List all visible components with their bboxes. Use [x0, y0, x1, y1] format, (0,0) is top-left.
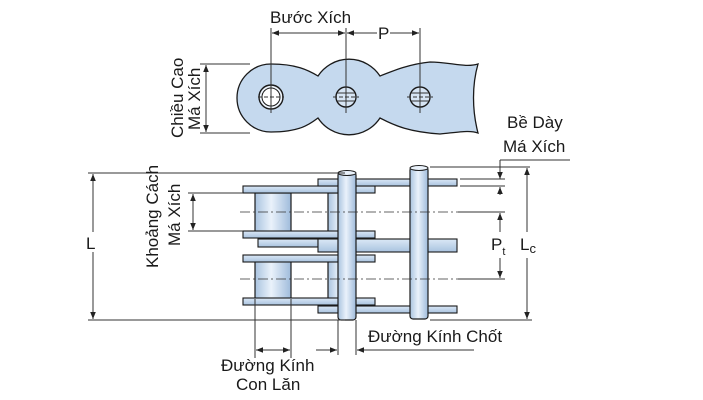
inner-plate	[242, 254, 376, 263]
inner-plate	[242, 230, 376, 239]
strand-centerlines	[240, 211, 458, 280]
middle-plate	[257, 238, 319, 248]
roller	[254, 260, 292, 300]
pin	[409, 166, 429, 320]
l-extension	[88, 172, 345, 321]
spacing-label-2: Má Xích	[165, 184, 184, 246]
inner-plate	[242, 297, 376, 306]
l-label: L	[86, 234, 95, 253]
inner-plate	[242, 185, 376, 194]
roller	[254, 192, 292, 233]
lc-label: Lc	[520, 235, 536, 256]
plate-height-label-1: Chiều Cao	[168, 58, 187, 138]
outer-plate	[317, 305, 458, 314]
pt-label: Pt	[491, 235, 505, 258]
pin-diameter-extension	[337, 320, 357, 355]
spacing-label-1: Khoảng Cách	[143, 165, 162, 268]
pitch-label: Bước Xích	[270, 8, 351, 27]
top-view: L Khoảng Cách Má Xích Bề Dày Má Xích Pt …	[84, 113, 570, 394]
plate-height-label-2: Má Xích	[185, 68, 204, 130]
p-label: P	[378, 24, 389, 43]
pin	[337, 171, 357, 321]
roller-diameter-label-2: Con Lăn	[236, 375, 300, 394]
roller-diameter-label-1: Đường Kính	[221, 356, 314, 375]
plate-height-extension	[200, 63, 250, 134]
thickness-leader	[430, 159, 570, 187]
pin-diameter-label: Đường Kính Chốt	[368, 327, 502, 346]
thickness-label-2: Má Xích	[503, 137, 565, 156]
roller-diameter-extension	[254, 299, 292, 358]
side-plate-view: Bước Xích P Chiều Cao Má Xích	[168, 8, 479, 138]
pitch-extension-lines	[270, 28, 421, 113]
spacing-extension	[188, 192, 243, 232]
thickness-label-1: Bề Dày	[507, 113, 563, 132]
pt-extension	[458, 211, 505, 280]
outer-plate	[317, 178, 458, 187]
